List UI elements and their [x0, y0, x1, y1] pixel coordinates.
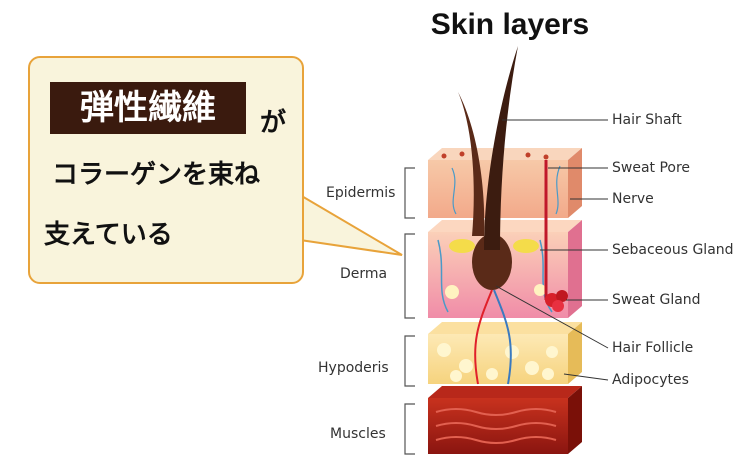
sebaceous-gland-left — [449, 239, 475, 253]
epidermis-bracket — [404, 167, 415, 219]
label-derma: Derma — [340, 266, 388, 282]
callout-line-3: 支えている — [44, 220, 173, 250]
label-sebaceous-gland: Sebaceous Gland — [612, 242, 734, 258]
muscle-layer — [428, 386, 582, 454]
epidermis-layer — [428, 148, 582, 218]
label-adipocytes: Adipocytes — [612, 372, 689, 388]
label-nerve: Nerve — [612, 191, 654, 207]
label-sweat-pore: Sweat Pore — [612, 160, 691, 176]
hair-shaft — [484, 46, 518, 250]
sebaceous-gland-right — [513, 239, 539, 253]
hypodermis-layer — [428, 322, 582, 384]
sweat-gland — [545, 290, 568, 312]
label-epidermis: Epidermis — [326, 185, 396, 201]
label-sweat-gland: Sweat Gland — [612, 292, 701, 308]
label-muscles: Muscles — [330, 426, 386, 442]
vein — [493, 289, 512, 385]
derma-bracket — [404, 233, 415, 319]
label-hypodermis: Hypoderis — [318, 360, 389, 376]
hair-strand — [458, 92, 485, 236]
callout-suffix: が — [260, 108, 287, 138]
highlight-term: 弾性繊維 — [50, 82, 246, 134]
leader-lines — [495, 119, 609, 381]
label-hair-shaft: Hair Shaft — [612, 112, 682, 128]
callout-box: 弾性繊維 が コラーゲンを束ね 支えている — [28, 56, 304, 284]
artery — [474, 289, 493, 385]
hair-follicle — [472, 234, 512, 290]
diagram-title: Skin layers — [430, 8, 590, 41]
callout-line-2: コラーゲンを束ね — [52, 160, 261, 190]
hypodermis-bracket — [404, 335, 415, 387]
label-hair-follicle: Hair Follicle — [612, 340, 694, 356]
muscles-bracket — [404, 403, 415, 455]
